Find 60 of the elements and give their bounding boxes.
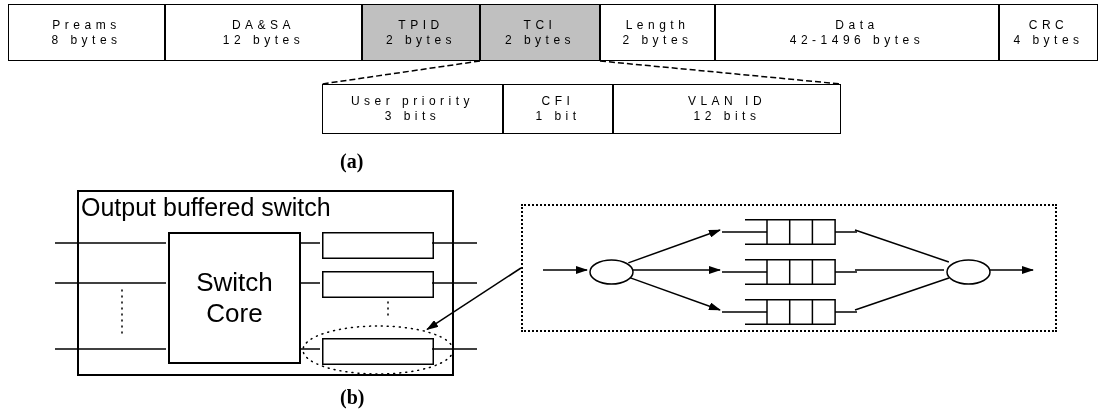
arrow xyxy=(631,266,721,274)
line xyxy=(54,282,167,284)
switch-box xyxy=(77,190,454,376)
frame-field xyxy=(503,84,613,134)
field-size: 2 bytes xyxy=(504,32,576,48)
buffer-box xyxy=(322,232,434,259)
field-size: 42-1496 bytes xyxy=(789,32,925,48)
field-size: 2 bytes xyxy=(622,32,693,48)
line xyxy=(54,348,167,350)
panel-caption: (a) xyxy=(340,150,364,173)
frame-field xyxy=(322,84,503,134)
panel-caption: (b) xyxy=(340,386,365,409)
line xyxy=(854,229,950,263)
frame-field xyxy=(480,4,600,61)
ellipse-node xyxy=(589,259,634,285)
ellipse-node xyxy=(946,259,991,285)
buffer-box xyxy=(322,338,434,365)
switch-core-box: Switch Core xyxy=(168,232,301,364)
field-name: VLAN ID xyxy=(687,94,767,109)
queue-drawing xyxy=(722,299,857,325)
field-name: CRC xyxy=(1028,17,1069,33)
line xyxy=(54,242,167,244)
line xyxy=(431,282,478,284)
field-name: DA&SA xyxy=(231,17,296,33)
line xyxy=(854,277,950,311)
queue-drawing xyxy=(722,219,857,245)
frame-field xyxy=(999,4,1098,61)
arrow xyxy=(426,267,522,331)
field-size: 4 bytes xyxy=(1013,32,1084,48)
field-size: 3 bits xyxy=(384,109,441,124)
field-size: 12 bits xyxy=(693,109,761,124)
frame-field xyxy=(600,4,715,61)
field-size: 12 bytes xyxy=(222,32,305,48)
field-name: Preams xyxy=(52,17,121,33)
line xyxy=(431,348,478,350)
line xyxy=(854,269,945,271)
highlight-ellipse xyxy=(302,325,454,375)
detail-panel xyxy=(521,204,1057,332)
field-name: Length xyxy=(625,17,690,33)
field-name: CFI xyxy=(541,94,575,109)
arrow xyxy=(627,229,721,264)
arrow xyxy=(542,266,588,274)
field-name: Data xyxy=(835,17,879,33)
field-size: 2 bytes xyxy=(385,32,457,48)
field-name: TCI xyxy=(523,17,557,33)
frame-field xyxy=(8,4,165,61)
frame-field xyxy=(362,4,480,61)
frame-field xyxy=(165,4,362,61)
queue-drawing xyxy=(722,259,857,285)
expansion-line xyxy=(321,60,481,85)
buffer-box xyxy=(322,271,434,298)
field-size: 8 bytes xyxy=(51,32,122,48)
frame-field xyxy=(715,4,999,61)
switch-title: Output buffered switch xyxy=(81,192,331,222)
field-name: User priority xyxy=(350,94,475,109)
frame-field xyxy=(613,84,841,134)
field-size: 1 bit xyxy=(535,109,581,124)
line xyxy=(431,242,478,244)
arrow xyxy=(988,266,1034,274)
field-name: TPID xyxy=(398,17,444,33)
